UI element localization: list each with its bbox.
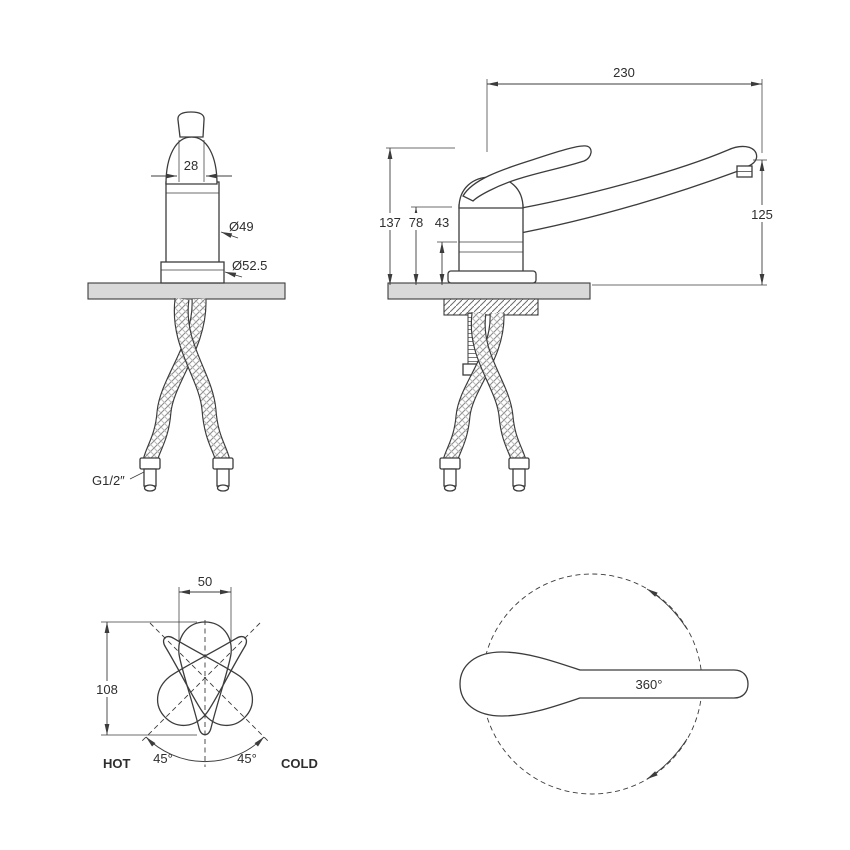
rotation-view: 360° — [459, 573, 749, 795]
hose-fitting — [439, 457, 461, 492]
cold-label: COLD — [281, 756, 318, 771]
dim-label-137: 137 — [379, 215, 401, 230]
dim-label-78: 78 — [409, 215, 423, 230]
dimension-78: 78 — [406, 206, 452, 285]
spout-side — [504, 145, 758, 237]
rotation-angle-label: 360° — [636, 677, 663, 692]
dim-label-d49: Ø49 — [229, 219, 254, 234]
hose-fitting — [508, 457, 530, 492]
thread-size-label: G1/2″ — [92, 473, 125, 488]
leader-line — [129, 471, 145, 480]
swing-arc — [145, 736, 265, 763]
leader-line — [220, 231, 239, 239]
dimension-28: 28 — [151, 140, 232, 182]
dim-label-108: 108 — [96, 682, 118, 697]
dim-label-43: 43 — [435, 215, 449, 230]
angle-label-left: 45° — [153, 751, 173, 766]
swing-axis-left — [141, 622, 261, 742]
dimension-230: 230 — [486, 65, 763, 153]
front-view: 28 Ø49 Ø52.5 G1/2″ — [87, 111, 286, 492]
escutcheon — [447, 270, 537, 284]
swing-axis-right — [149, 622, 269, 742]
dimension-43: 43 — [435, 215, 457, 285]
mounting-deck-side — [387, 282, 591, 300]
dim-label-28: 28 — [184, 158, 198, 173]
dimension-125: 125 — [592, 159, 776, 286]
base-flange-front — [160, 261, 225, 284]
faucet-body-side — [458, 204, 524, 273]
thread-size-callout: G1/2″ — [92, 471, 145, 488]
angle-label-right: 45° — [237, 751, 257, 766]
hose-fitting — [212, 457, 234, 492]
faucet-body-front — [165, 181, 220, 264]
rotation-arrow-bottom — [646, 738, 688, 780]
handle-top-view: 50 108 45° 45° HOT COLD — [92, 574, 318, 771]
dimension-d52-5: Ø52.5 — [224, 258, 267, 278]
dim-label-125: 125 — [751, 207, 773, 222]
dim-label-50: 50 — [198, 574, 212, 589]
hose-fitting — [139, 457, 161, 492]
faucet-top-outline — [459, 651, 749, 717]
dimension-137: 137 — [377, 147, 455, 285]
dim-label-d52-5: Ø52.5 — [232, 258, 267, 273]
dim-label-230: 230 — [613, 65, 635, 80]
dimension-108: 108 — [92, 621, 197, 736]
rotation-arrow-top — [646, 588, 688, 630]
dimension-50: 50 — [178, 574, 232, 642]
mounting-deck-front — [87, 282, 286, 300]
mounting-washer — [443, 298, 539, 316]
dimension-d49: Ø49 — [220, 219, 254, 239]
lever-handle-side — [462, 145, 592, 202]
side-view: 230 137 78 43 125 — [377, 65, 776, 492]
hot-label: HOT — [103, 756, 131, 771]
handle-knob-front — [177, 111, 205, 138]
leader-line — [224, 271, 243, 278]
